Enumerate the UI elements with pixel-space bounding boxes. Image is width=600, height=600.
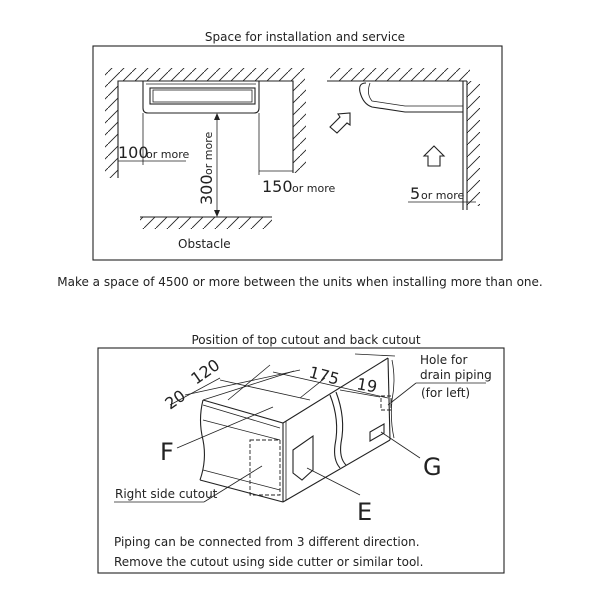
installation-space-figure: Space for installation and service 100 o… [92, 30, 503, 261]
hole-label-line1: Hole for [420, 353, 467, 367]
cutout-g-shape [369, 423, 385, 442]
label-e: E [357, 498, 372, 526]
dim-100-suffix: or more [146, 148, 189, 161]
airflow-out-arrow-icon [329, 112, 351, 134]
label-f: F [160, 438, 174, 466]
dim-5-suffix: or more [421, 189, 464, 202]
floor-hatch [140, 217, 272, 229]
cutout-figure: Position of top cutout and back cutout [97, 333, 505, 574]
right-side-cutout-shape [249, 439, 281, 496]
dim-150-suffix: or more [292, 182, 335, 195]
obstacle-label: Obstacle [178, 237, 231, 251]
note-2: Remove the cutout using side cutter or s… [114, 555, 423, 569]
dim-120: 120 [187, 355, 223, 388]
cutout-e-shape [292, 434, 314, 481]
indoor-unit-side [359, 82, 463, 113]
left-wall-hatch [105, 81, 118, 178]
dim-100-value: 100 [118, 143, 149, 162]
cutout-title: Position of top cutout and back cutout [191, 333, 420, 347]
dim-19: 19 [355, 374, 378, 396]
ceiling-hatch [105, 68, 305, 81]
dim-175: 175 [307, 363, 341, 389]
cutout-frame [97, 347, 505, 574]
airflow-in-arrow-icon [422, 145, 446, 167]
dim-5-value: 5 [410, 184, 420, 203]
right-side-cutout-label: Right side cutout [115, 487, 218, 501]
indoor-unit-front [142, 81, 260, 114]
side-wall-hatch [467, 81, 480, 206]
side-ceiling-hatch [330, 68, 470, 81]
hole-label-line3: (for left) [421, 386, 470, 400]
dim-300-suffix: or more [202, 132, 215, 175]
installation-title: Space for installation and service [205, 30, 405, 44]
unit-body [199, 353, 396, 503]
hole-label-line2: drain piping [420, 368, 492, 382]
dim-20: 20 [161, 386, 189, 413]
installation-caption: Make a space of 4500 or more between the… [57, 275, 543, 289]
right-wall-hatch [293, 81, 306, 173]
label-g: G [423, 453, 442, 481]
room-outline [117, 80, 294, 178]
note-1: Piping can be connected from 3 different… [114, 535, 420, 549]
installation-frame [92, 45, 503, 261]
dim-300-value: 300 [197, 174, 216, 205]
dim-150-value: 150 [262, 177, 293, 196]
